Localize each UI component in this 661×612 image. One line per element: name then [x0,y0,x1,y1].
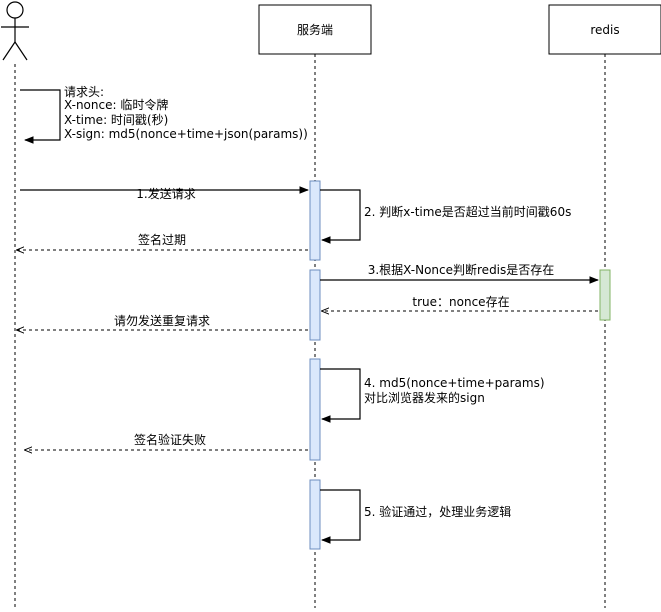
participant-server-label: 服务端 [297,22,333,37]
actor-self-arrow [20,89,61,144]
reply-3b-label: 请勿发送重复请求 [114,313,210,328]
participant-server[interactable]: 服务端 [258,4,372,55]
reply-3-label: true：nonce存在 [412,295,509,309]
reply-4-label: 签名验证失败 [134,432,206,447]
message-4-label-line-2: 对比浏览器发来的sign [364,390,485,405]
message-4-arrow [320,368,361,423]
message-4-label-line-1: 4. md5(nonce+time+params) [364,376,545,390]
actor-icon [1,1,29,61]
message-1-label: 1.发送请求 [136,186,195,201]
message-2-label: 2. 判断x-time是否超过当前时间戳60s [364,204,571,219]
message-5-arrow [320,489,361,544]
server-activation-4 [309,479,321,550]
request-header-note: 请求头: X-nonce: 临时令牌 X-time: 时间戳(秒) X-sign… [64,85,308,141]
server-activation-1 [309,180,321,261]
note-line-4: X-sign: md5(nonce+time+json(params)) [64,127,308,141]
message-5-label: 5. 验证通过，处理业务逻辑 [364,504,511,519]
server-activation-3 [309,358,321,461]
participant-redis-label: redis [590,23,619,37]
note-line-2: X-nonce: 临时令牌 [64,97,168,112]
redis-activation [599,269,611,321]
message-3-label: 3.根据X-Nonce判断redis是否存在 [368,262,555,277]
server-activation-2 [309,269,321,341]
reply-2-label: 签名过期 [138,232,186,247]
message-2-arrow [320,189,361,244]
participant-redis[interactable]: redis [548,4,661,55]
note-line-3: X-time: 时间戳(秒) [64,113,168,127]
note-line-1: 请求头: [64,85,104,99]
